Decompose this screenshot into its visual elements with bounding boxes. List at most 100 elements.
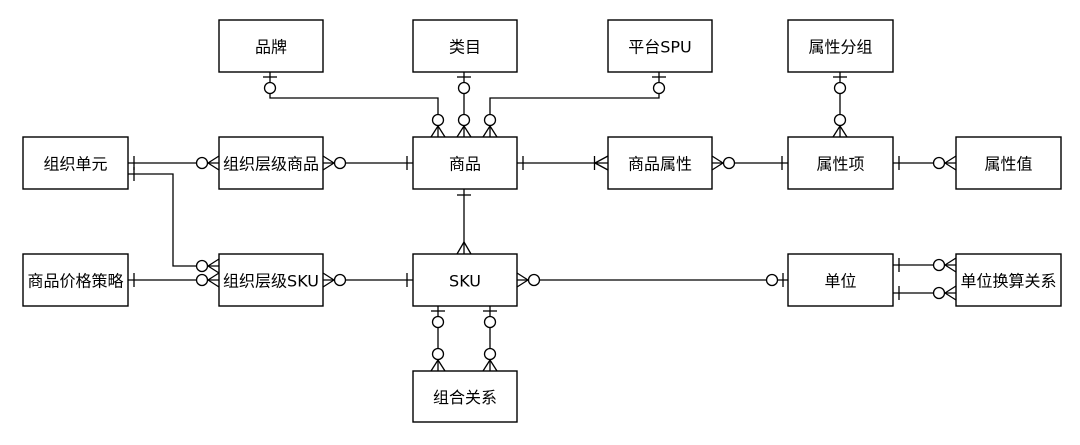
cardinality-many-fork (322, 272, 335, 281)
connector-org-level-sku-sku[interactable] (322, 272, 413, 288)
cardinality-zero-circle (483, 315, 497, 329)
connector-sku-composition-1[interactable] (430, 306, 446, 372)
connector-attribute-group-attribute-item[interactable] (832, 72, 848, 138)
connector-unit-unit-conversion-1[interactable] (893, 257, 957, 273)
cardinality-many-fork (832, 125, 841, 138)
entity-composition[interactable]: 组合关系 (412, 370, 518, 423)
entity-box-attribute-group[interactable] (787, 19, 894, 73)
cardinality-many-fork (430, 125, 439, 138)
cardinality-many-fork (322, 155, 335, 164)
cardinality-zero-circle (722, 156, 736, 170)
entity-label-category: 类目 (449, 38, 481, 57)
entity-brand[interactable]: 品牌 (218, 19, 324, 73)
connector-product-attribute-attribute-item[interactable] (711, 155, 788, 171)
entity-box-composition[interactable] (412, 370, 518, 423)
cardinality-zero-circle (932, 286, 946, 300)
cardinality-zero-circle (833, 81, 847, 95)
entity-attribute-group[interactable]: 属性分组 (787, 19, 894, 73)
connector-platform-spu-product[interactable] (482, 72, 666, 138)
cardinality-many-fork (944, 257, 957, 266)
entity-org-unit[interactable]: 组织单元 (22, 136, 129, 190)
cardinality-many-fork (207, 272, 220, 281)
cardinality-zero-circle (431, 347, 445, 361)
connector-org-unit-org-level-sku[interactable] (128, 167, 220, 274)
cardinality-many-fork (207, 265, 220, 274)
cardinality-zero-circle (333, 273, 347, 287)
connector-price-strategy-org-level-sku[interactable] (128, 272, 220, 288)
cardinality-zero-circle (765, 273, 779, 287)
entity-label-unit-conversion: 单位换算关系 (960, 272, 1056, 291)
entity-box-attribute-value[interactable] (955, 136, 1062, 190)
entity-org-level-sku[interactable]: 组织层级SKU (218, 253, 324, 307)
connector-org-unit-org-level-product[interactable] (128, 155, 220, 171)
entity-label-brand: 品牌 (255, 38, 287, 57)
connector-category-product[interactable] (456, 72, 472, 138)
cardinality-zero-circle (932, 156, 946, 170)
cardinality-many-fork (944, 292, 957, 301)
entity-attribute-value[interactable]: 属性值 (955, 136, 1062, 190)
entity-label-platform-spu: 平台SPU (628, 38, 692, 57)
entity-box-org-unit[interactable] (22, 136, 129, 190)
connector-org-level-product-product[interactable] (322, 155, 413, 171)
cardinality-many-fork (437, 359, 446, 372)
cardinality-many-fork (430, 359, 439, 372)
entity-label-org-level-product: 组织层级商品 (223, 155, 319, 174)
entity-box-unit[interactable] (787, 253, 894, 307)
entity-box-sku[interactable] (412, 253, 518, 307)
entity-sku[interactable]: SKU (412, 253, 518, 307)
cardinality-many-fork (207, 155, 220, 164)
entity-label-attribute-value: 属性值 (984, 155, 1032, 174)
cardinality-many-fork (207, 258, 220, 267)
entity-label-sku: SKU (449, 272, 481, 291)
entity-label-product-attribute: 商品属性 (628, 155, 692, 174)
cardinality-many-fork (944, 155, 957, 164)
cardinality-many-fork (594, 155, 609, 164)
cardinality-zero-circle (431, 315, 445, 329)
entity-org-level-product[interactable]: 组织层级商品 (218, 136, 324, 190)
entity-label-product: 商品 (449, 155, 481, 174)
entity-product-price-strategy[interactable]: 商品价格策略 (22, 253, 129, 307)
entity-box-platform-spu[interactable] (607, 19, 713, 73)
connector-product-product-attribute[interactable] (517, 155, 609, 171)
entity-label-org-unit: 组织单元 (43, 155, 107, 174)
cardinality-zero-circle (195, 259, 209, 273)
cardinality-many-fork (463, 125, 472, 138)
entity-label-org-level-sku: 组织层级SKU (223, 272, 319, 291)
cardinality-zero-circle (195, 273, 209, 287)
connector-sku-composition-2[interactable] (482, 306, 498, 372)
cardinality-many-fork (322, 279, 335, 288)
entity-category[interactable]: 类目 (412, 19, 518, 73)
cardinality-many-fork (944, 162, 957, 171)
entity-unit[interactable]: 单位 (787, 253, 894, 307)
entity-product[interactable]: 商品 (412, 136, 518, 190)
cardinality-many-fork (207, 279, 220, 288)
entity-box-product[interactable] (412, 136, 518, 190)
cardinality-many-fork (944, 285, 957, 294)
entity-platform-spu[interactable]: 平台SPU (607, 19, 713, 73)
connector-product-sku[interactable] (456, 189, 472, 255)
connector-unit-unit-conversion-2[interactable] (893, 285, 957, 301)
entity-product-attribute[interactable]: 商品属性 (607, 136, 713, 190)
entity-unit-conversion[interactable]: 单位换算关系 (955, 253, 1062, 307)
cardinality-zero-circle (833, 113, 847, 127)
cardinality-zero-circle (527, 273, 541, 287)
entity-label-attribute-group: 属性分组 (808, 38, 872, 57)
entity-box-org-level-sku[interactable] (218, 253, 324, 307)
entity-box-unit-conversion[interactable] (955, 253, 1062, 307)
cardinality-zero-circle (652, 81, 666, 95)
connector-brand-product[interactable] (263, 72, 446, 138)
entity-box-category[interactable] (412, 19, 518, 73)
connector-line[interactable] (489, 72, 660, 137)
entity-attribute-item[interactable]: 属性项 (787, 136, 894, 190)
entity-box-brand[interactable] (218, 19, 324, 73)
connector-line[interactable] (128, 173, 219, 267)
cardinality-many-fork (482, 125, 491, 138)
connector-sku-unit[interactable] (516, 272, 788, 288)
entity-label-composition: 组合关系 (433, 388, 497, 407)
connector-line[interactable] (269, 72, 439, 137)
cardinality-zero-circle (195, 156, 209, 170)
connector-attribute-item-attribute-value[interactable] (893, 155, 957, 171)
cardinality-many-fork (594, 162, 609, 171)
